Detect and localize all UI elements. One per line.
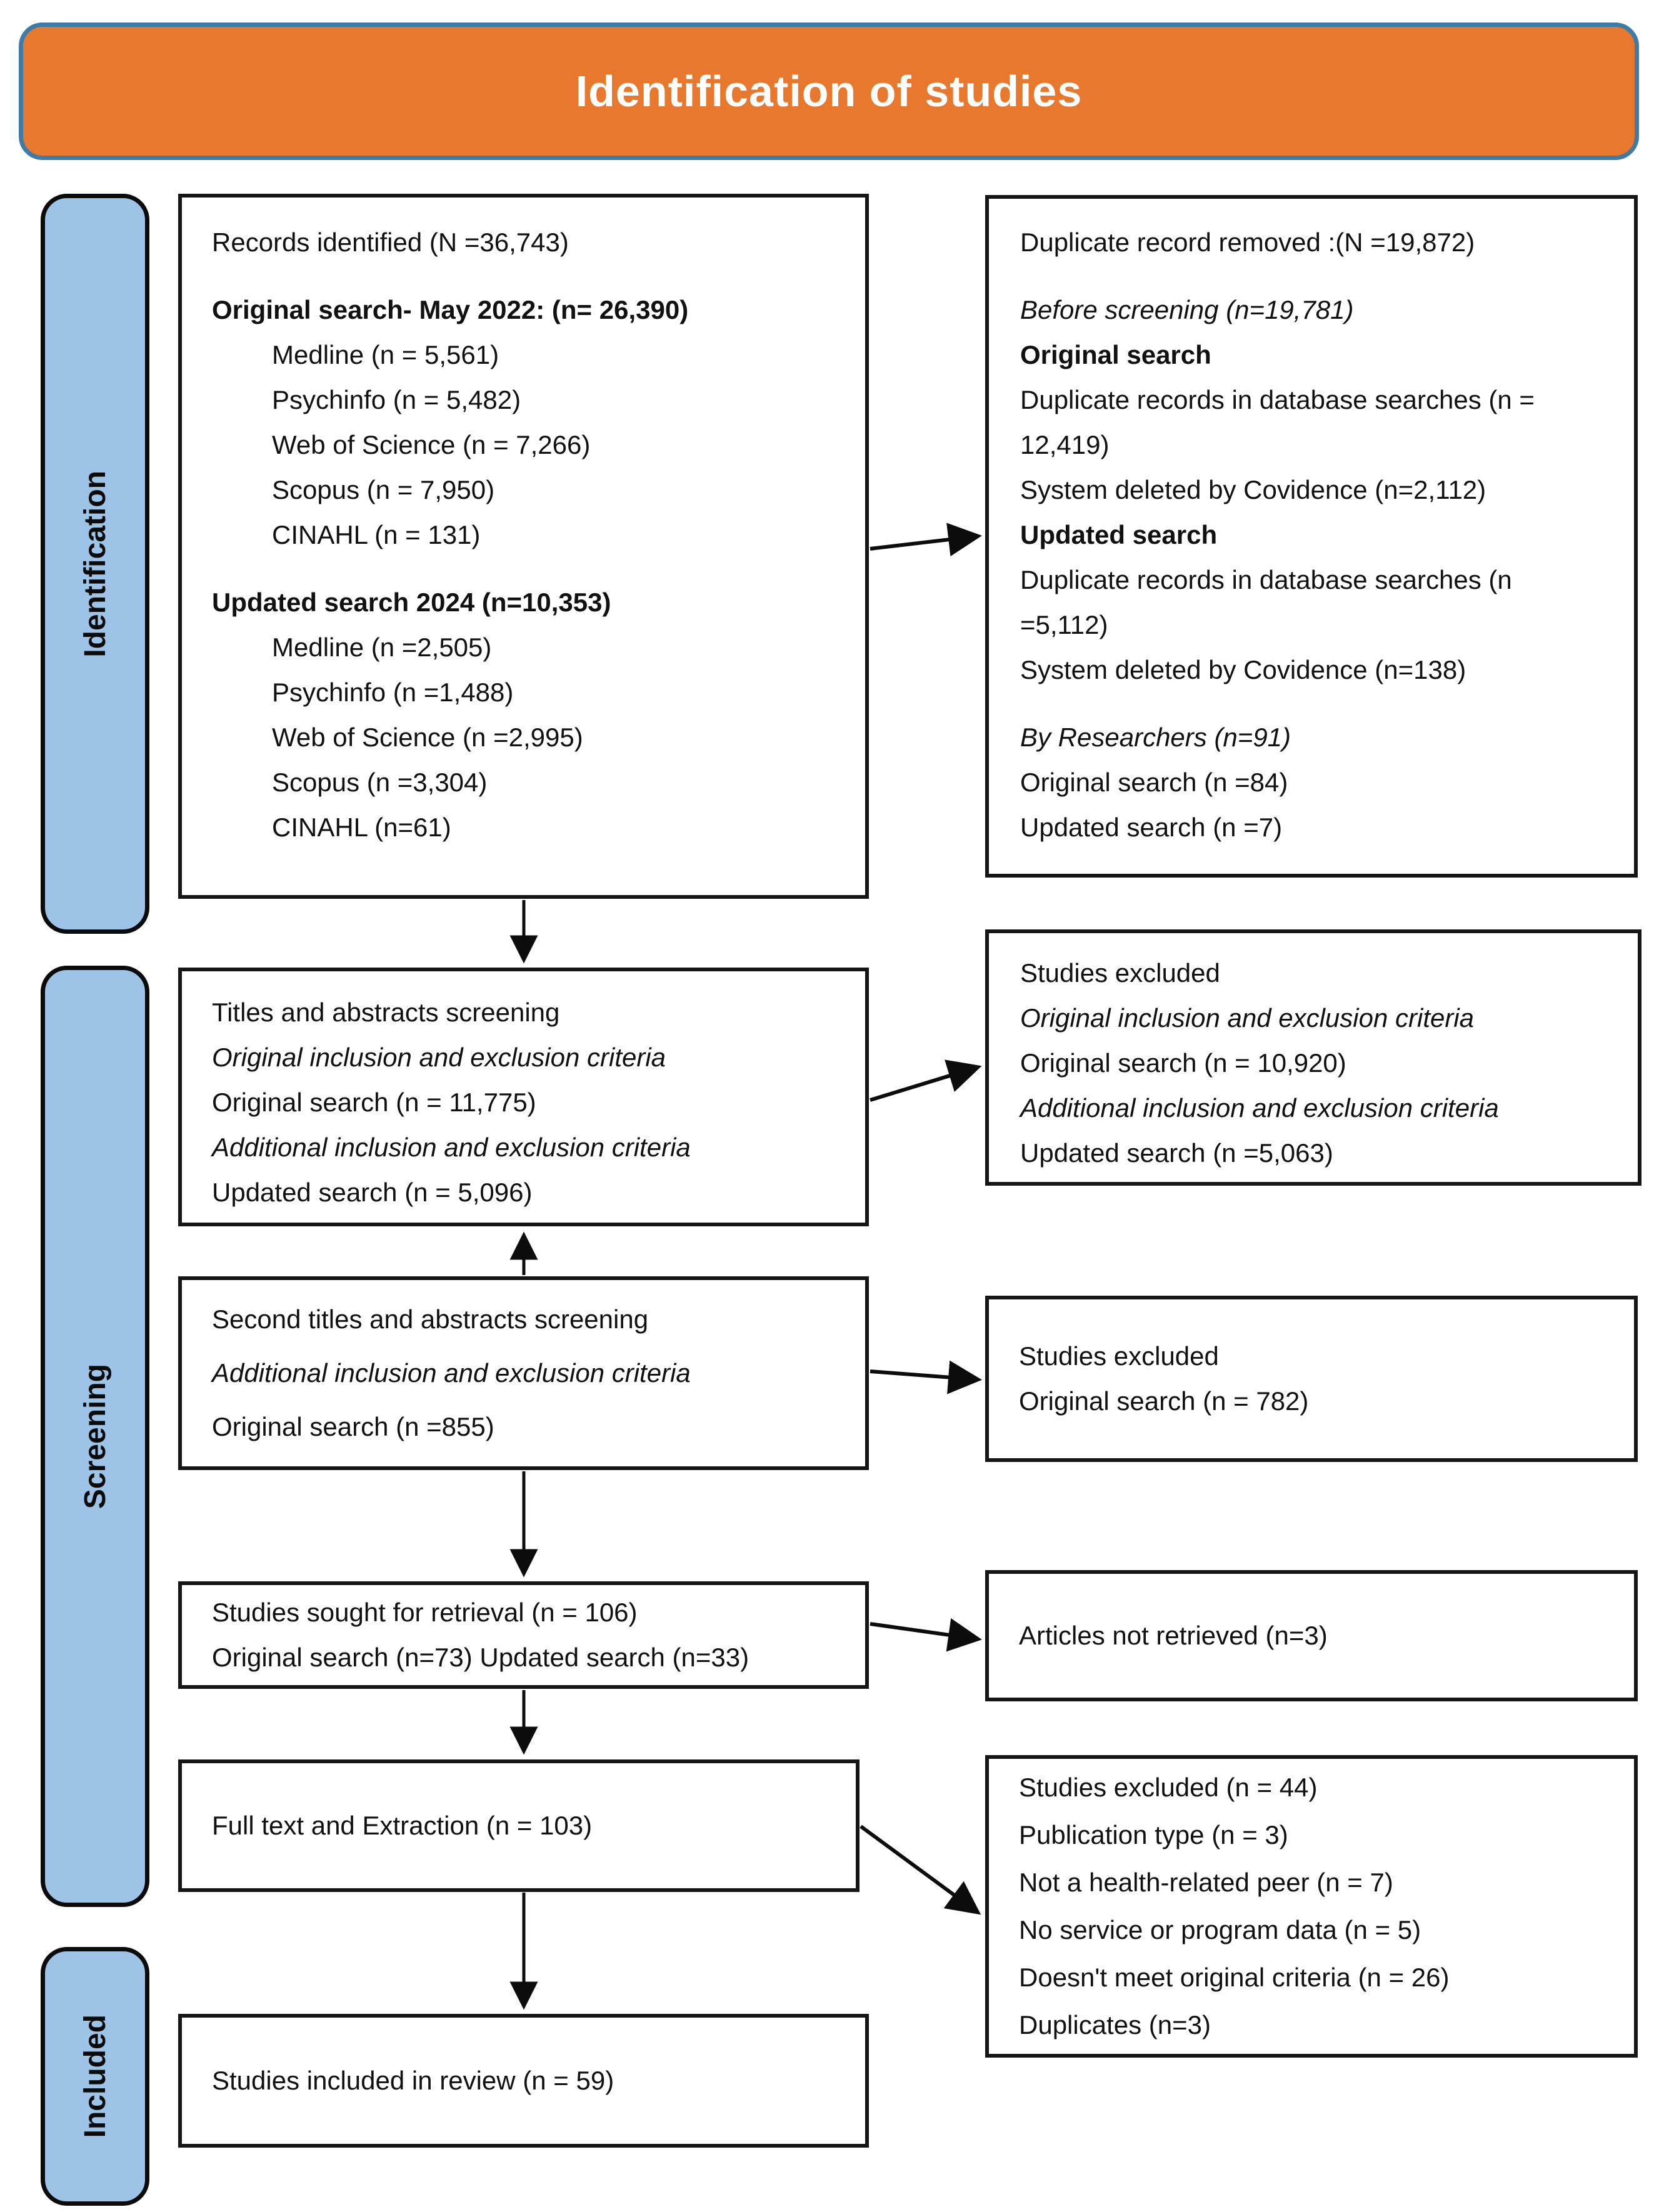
dup-orig-db: Duplicate records in database searches (…: [1020, 385, 1535, 459]
orig-cinahl: CINAHL (n = 131): [272, 520, 481, 549]
excluded1-add-criteria: Additional inclusion and exclusion crite…: [1020, 1093, 1499, 1123]
excluded1-title: Studies excluded: [1020, 958, 1220, 988]
records-identified-box: Records identified (N =36,743) Original …: [178, 194, 869, 899]
excluded3-pubtype: Publication type (n = 3): [1019, 1820, 1288, 1849]
orig-psychinfo: Psychinfo (n = 5,482): [272, 385, 521, 414]
phase-label-identification: Identification: [41, 194, 149, 934]
full-text-box: Full text and Extraction (n = 103): [178, 1759, 860, 1892]
before-screening-line: Before screening (n=19,781): [1020, 295, 1354, 324]
excluded-second-box: Studies excluded Original search (n = 78…: [985, 1296, 1638, 1462]
not-retrieved-line: Articles not retrieved (n=3): [1019, 1621, 1328, 1650]
identification-label: Identification: [78, 470, 112, 658]
dup-upd-db: Duplicate records in database searches (…: [1020, 565, 1512, 639]
by-researchers-line: By Researchers (n=91): [1020, 723, 1291, 752]
researchers-original: Original search (n =84): [1020, 768, 1288, 797]
excluded3-no-data: No service or program data (n = 5): [1019, 1915, 1421, 1944]
excluded1-orig-criteria: Original inclusion and exclusion criteri…: [1020, 1003, 1475, 1033]
duplicates-title: Duplicate record removed :(N =19,872): [1020, 228, 1475, 257]
excluded2-count: Original search (n = 782): [1019, 1386, 1309, 1416]
orig-medline: Medline (n = 5,561): [272, 340, 499, 369]
dup-updated-label: Updated search: [1020, 520, 1218, 549]
additional-criteria-line: Additional inclusion and exclusion crite…: [212, 1133, 691, 1162]
upd-psychinfo: Psychinfo (n =1,488): [272, 678, 514, 707]
arrow-screening-to-excluded1: [870, 1059, 982, 1102]
page-title: Identification of studies: [575, 67, 1083, 116]
phase-label-included: Included: [41, 1947, 149, 2206]
not-retrieved-box: Articles not retrieved (n=3): [985, 1570, 1638, 1701]
second-screening-count: Original search (n =855): [212, 1412, 494, 1441]
included-label: Included: [78, 2014, 112, 2138]
dup-original-label: Original search: [1020, 340, 1211, 369]
second-screening-line: Second titles and abstracts screening: [212, 1304, 649, 1334]
dup-upd-system: System deleted by Covidence (n=138): [1020, 655, 1466, 684]
upd-web-of-science: Web of Science (n =2,995): [272, 723, 583, 752]
phase-label-screening: Screening: [41, 966, 149, 1907]
titles-screening-line: Titles and abstracts screening: [212, 998, 560, 1027]
arrow-retrieval-to-not-retrieved: [870, 1618, 982, 1652]
full-text-line: Full text and Extraction (n = 103): [212, 1811, 593, 1840]
updated-search-count: Updated search (n = 5,096): [212, 1178, 533, 1207]
second-screening-box: Second titles and abstracts screening Ad…: [178, 1276, 869, 1470]
retrieval-line1: Studies sought for retrieval (n = 106): [212, 1598, 638, 1627]
arrow-fulltext-to-excluded3: [860, 1824, 981, 1915]
excluded3-not-health: Not a health-related peer (n = 7): [1019, 1868, 1393, 1897]
original-search-heading: Original search- May 2022: (n= 26,390): [212, 295, 689, 324]
orig-web-of-science: Web of Science (n = 7,266): [272, 430, 591, 459]
researchers-updated: Updated search (n =7): [1020, 813, 1283, 842]
arrow-second-screening-to-excluded2: [870, 1360, 982, 1394]
excluded3-title: Studies excluded (n = 44): [1019, 1773, 1318, 1802]
original-criteria-line: Original inclusion and exclusion criteri…: [212, 1043, 666, 1072]
original-search-count: Original search (n = 11,775): [212, 1088, 536, 1117]
duplicates-removed-box: Duplicate record removed :(N =19,872) Be…: [985, 195, 1638, 878]
excluded1-orig-count: Original search (n = 10,920): [1020, 1048, 1346, 1078]
screening-label: Screening: [78, 1363, 112, 1509]
orig-scopus: Scopus (n = 7,950): [272, 475, 495, 504]
updated-search-heading: Updated search 2024 (n=10,353): [212, 588, 611, 617]
excluded1-upd-count: Updated search (n =5,063): [1020, 1138, 1333, 1168]
upd-medline: Medline (n =2,505): [272, 633, 492, 662]
second-screening-criteria: Additional inclusion and exclusion crite…: [212, 1358, 691, 1388]
included-box: Studies included in review (n = 59): [178, 2014, 869, 2148]
excluded3-criteria: Doesn't meet original criteria (n = 26): [1019, 1963, 1450, 1992]
included-line: Studies included in review (n = 59): [212, 2066, 614, 2095]
upd-cinahl: CINAHL (n=61): [272, 813, 451, 842]
retrieval-box: Studies sought for retrieval (n = 106) O…: [178, 1581, 869, 1689]
upd-scopus: Scopus (n =3,304): [272, 768, 488, 797]
dup-orig-system: System deleted by Covidence (n=2,112): [1020, 475, 1486, 504]
excluded-first-box: Studies excluded Original inclusion and …: [985, 929, 1641, 1186]
titles-abstracts-screening-box: Titles and abstracts screening Original …: [178, 968, 869, 1226]
excluded3-duplicates: Duplicates (n=3): [1019, 2010, 1211, 2039]
diagram-title-banner: Identification of studies: [19, 23, 1639, 160]
retrieval-line2: Original search (n=73) Updated search (n…: [212, 1643, 749, 1672]
arrow-records-to-duplicates: [870, 523, 982, 557]
records-title: Records identified (N =36,743): [212, 228, 569, 257]
excluded2-title: Studies excluded: [1019, 1341, 1219, 1371]
excluded-fulltext-box: Studies excluded (n = 44) Publication ty…: [985, 1755, 1638, 2058]
